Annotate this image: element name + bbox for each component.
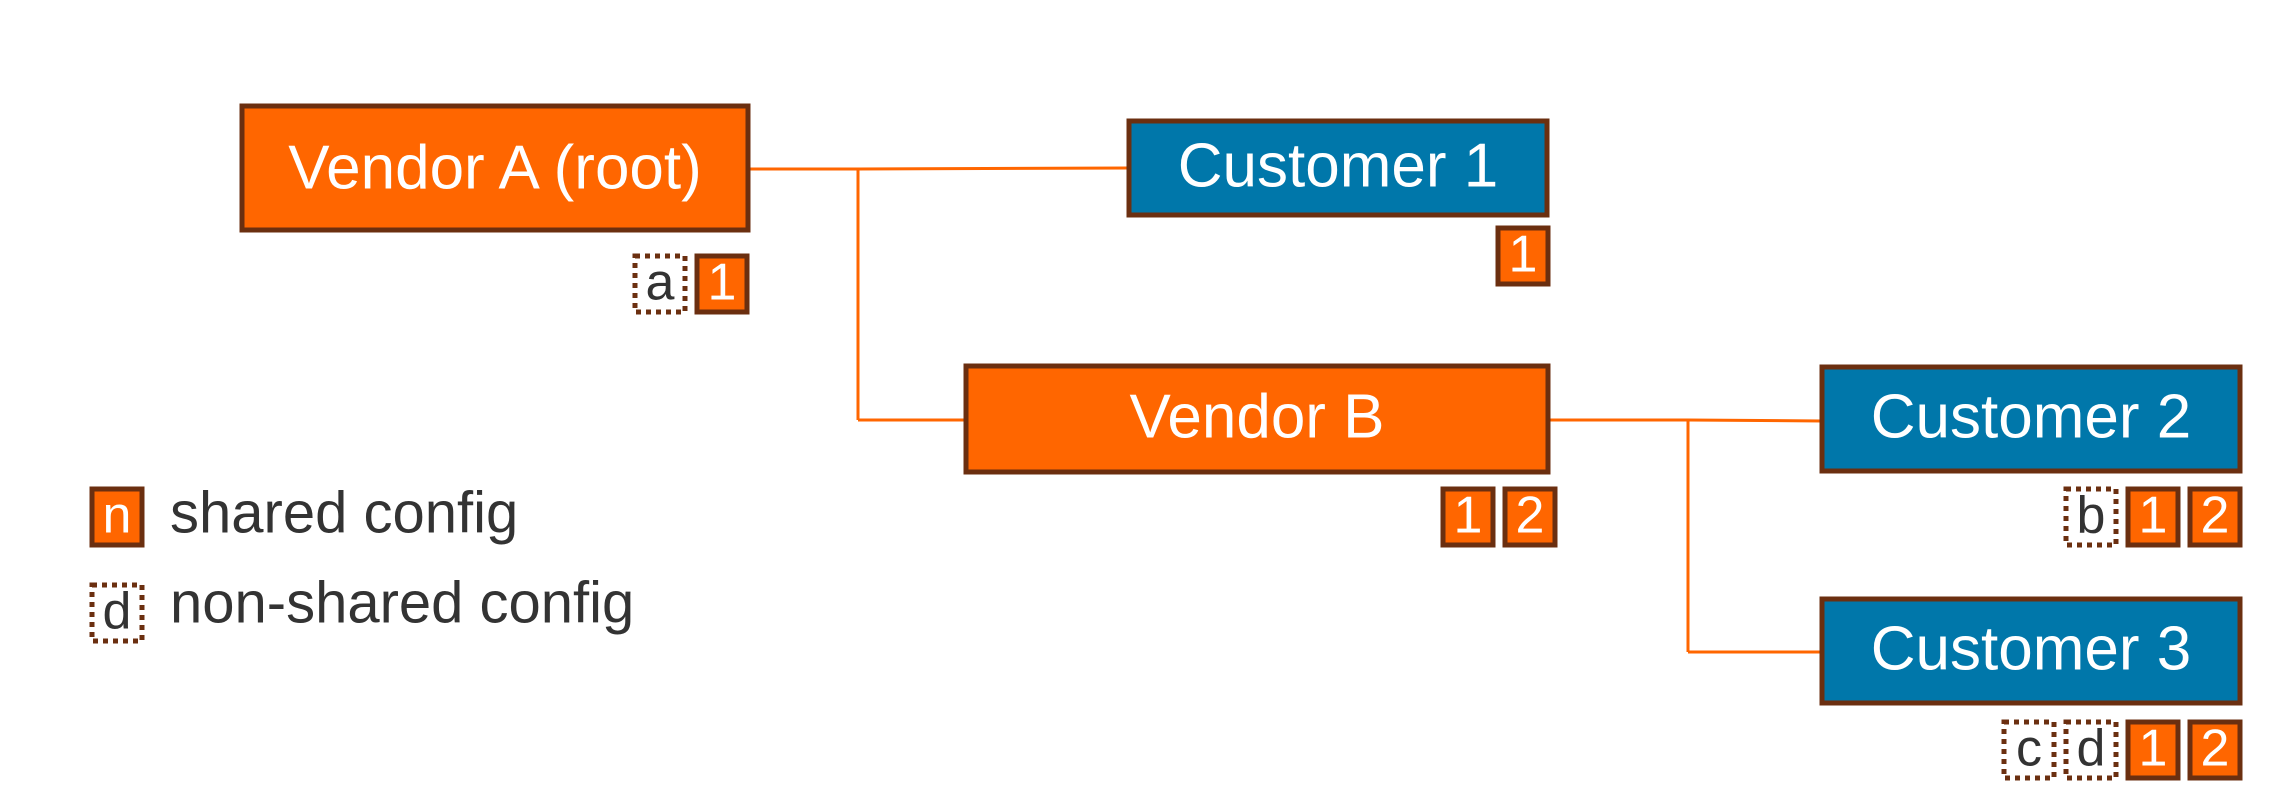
node-customer-1: Customer 1 (1126, 118, 1550, 218)
node-vendor-a: Vendor A (root) (239, 103, 751, 233)
config-badge-vendor-a-shared: 1 (694, 253, 750, 315)
config-badge-box (632, 253, 688, 315)
config-badge-vendor-a-non-shared: a (632, 253, 688, 315)
legend-non-shared-badge-box (89, 582, 145, 644)
node-customer-3-box (1819, 596, 2243, 706)
node-vendor-b-label: Vendor B (1129, 382, 1384, 451)
connectors (748, 166, 1823, 654)
config-badge-label: 1 (708, 254, 737, 312)
config-badge-box (2125, 719, 2181, 781)
config-badge-customer-3-shared: 2 (2187, 719, 2243, 781)
node-vendor-a-box (239, 103, 751, 233)
config-badge-box (2063, 719, 2119, 781)
config-badge-customer-3-non-shared: d (2063, 719, 2119, 781)
config-badge-customer-2-shared: 1 (2125, 486, 2181, 548)
config-badge-label: d (2077, 720, 2106, 778)
config-badge-customer-2-shared: 2 (2187, 486, 2243, 548)
legend-shared-text: shared config (170, 480, 518, 545)
config-badge-box (2125, 486, 2181, 548)
node-customer-1-box (1126, 118, 1550, 218)
node-customer-1-label: Customer 1 (1178, 131, 1498, 200)
config-badge-vendor-b-shared: 1 (1440, 486, 1496, 548)
node-vendor-b: Vendor B (963, 363, 1551, 475)
config-badge-box (1502, 486, 1558, 548)
config-badge-customer-1-shared: 1 (1495, 225, 1551, 287)
config-badge-vendor-b-shared: 2 (1502, 486, 1558, 548)
config-badge-customer-3-shared: 1 (2125, 719, 2181, 781)
connector-vendor-a-to-customer-1 (857, 166, 1130, 171)
legend-non-shared-row: d non-shared config (89, 570, 634, 644)
config-badge-box (694, 253, 750, 315)
config-badge-box (2063, 486, 2119, 548)
legend-shared-badge-box (89, 486, 145, 548)
legend-non-shared-badge-label: d (103, 583, 132, 641)
config-badge-label: 1 (1509, 226, 1538, 284)
config-badge-box (1440, 486, 1496, 548)
legend-non-shared-text: non-shared config (170, 570, 634, 635)
config-badge-label: 2 (2201, 487, 2230, 545)
config-badge-customer-2-non-shared: b (2063, 486, 2119, 548)
node-vendor-a-label: Vendor A (root) (288, 133, 702, 202)
node-vendor-b-box (963, 363, 1551, 475)
config-badge-box (2187, 719, 2243, 781)
config-badge-label: 1 (1454, 487, 1483, 545)
node-customer-3-label: Customer 3 (1871, 614, 2191, 683)
node-customer-2-box (1819, 364, 2243, 474)
config-badge-label: c (2016, 720, 2042, 778)
config-badge-label: 2 (1516, 487, 1545, 545)
node-customer-2-label: Customer 2 (1871, 382, 2191, 451)
legend-shared-row: n shared config (89, 480, 518, 548)
legend-shared-badge-label: n (103, 487, 132, 545)
config-badge-label: a (646, 254, 675, 312)
legend: n shared config d non-shared config (89, 480, 634, 644)
config-badge-box (2187, 486, 2243, 548)
config-badge-label: 1 (2139, 720, 2168, 778)
node-customer-3: Customer 3 (1819, 596, 2243, 706)
connector-vendor-b-to-customer-2 (1687, 418, 1823, 423)
config-badge-label: 2 (2201, 720, 2230, 778)
config-badge-box (1495, 225, 1551, 287)
config-badge-box (2001, 719, 2057, 781)
config-badge-label: b (2077, 487, 2106, 545)
config-badge-label: 1 (2139, 487, 2168, 545)
node-customer-2: Customer 2 (1819, 364, 2243, 474)
config-badge-customer-3-non-shared: c (2001, 719, 2057, 781)
